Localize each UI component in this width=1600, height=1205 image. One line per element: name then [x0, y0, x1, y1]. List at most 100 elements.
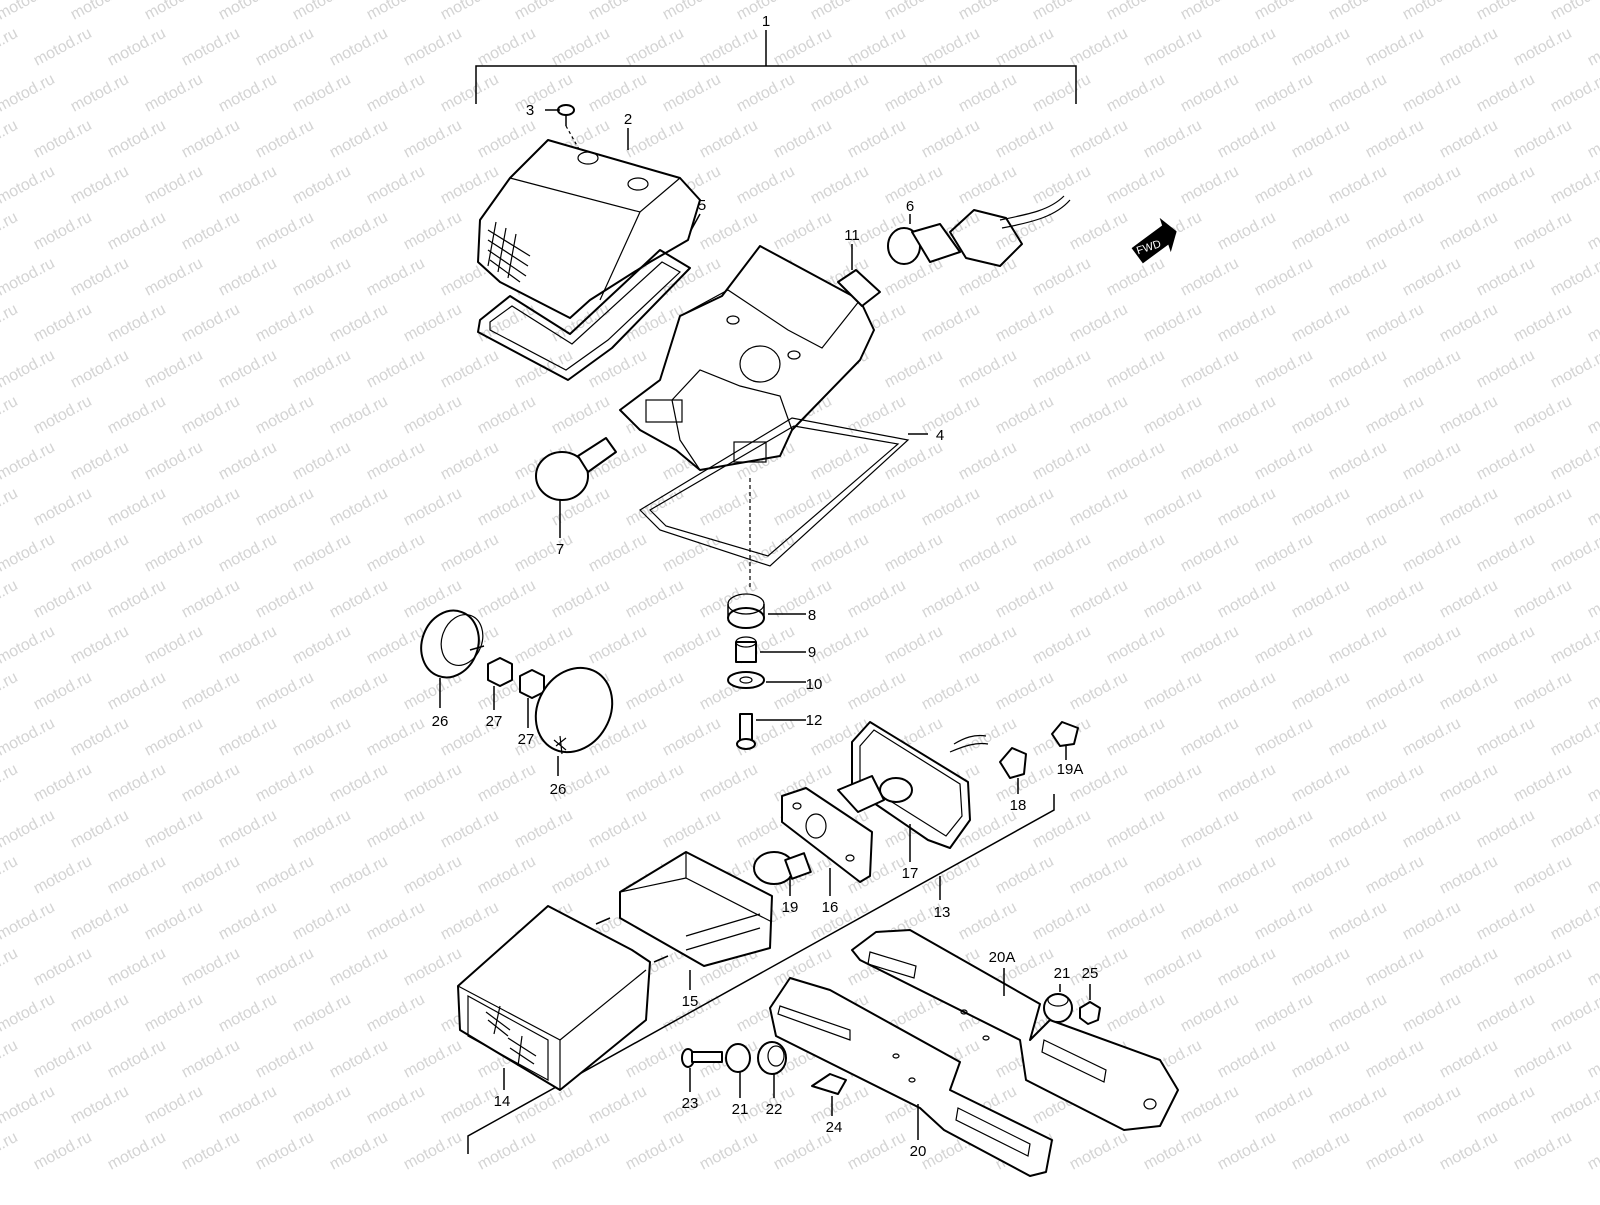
watermark-text: motod.ru	[216, 439, 280, 484]
watermark-text: motod.ru	[401, 117, 465, 162]
watermark-text: motod.ru	[253, 301, 317, 346]
watermark-text: motod.ru	[808, 0, 872, 24]
watermark-text: motod.ru	[364, 71, 428, 116]
watermark-text: motod.ru	[0, 1083, 58, 1128]
watermark-text: motod.ru	[734, 163, 798, 208]
watermark-text: motod.ru	[1104, 991, 1168, 1036]
watermark-text: motod.ru	[808, 531, 872, 576]
watermark-text: motod.ru	[1474, 163, 1538, 208]
watermark-text: motod.ru	[1548, 531, 1600, 576]
watermark-text: motod.ru	[549, 1129, 613, 1174]
watermark-text: motod.ru	[253, 761, 317, 806]
nut-part-25	[1079, 984, 1101, 1025]
watermark-text: motod.ru	[1511, 1037, 1575, 1082]
watermark-text: motod.ru	[327, 25, 391, 70]
watermark-text: motod.ru	[1215, 485, 1279, 530]
watermark-text: motod.ru	[1141, 301, 1205, 346]
watermark-text: motod.ru	[68, 1083, 132, 1128]
watermark-text: motod.ru	[216, 163, 280, 208]
watermark-text: motod.ru	[1585, 669, 1600, 714]
watermark-text: motod.ru	[512, 347, 576, 392]
watermark-text: motod.ru	[290, 623, 354, 668]
watermark-text: motod.ru	[623, 25, 687, 70]
watermark-text: motod.ru	[1548, 0, 1600, 24]
watermark-text: motod.ru	[1474, 991, 1538, 1036]
watermark-text: motod.ru	[1511, 209, 1575, 254]
watermark-text: motod.ru	[1585, 117, 1600, 162]
watermark-text: motod.ru	[660, 255, 724, 300]
watermark-text: motod.ru	[0, 1037, 21, 1082]
watermark-text: motod.ru	[1289, 301, 1353, 346]
watermark-text: motod.ru	[31, 209, 95, 254]
watermark-text: motod.ru	[1511, 25, 1575, 70]
watermark-text: motod.ru	[993, 577, 1057, 622]
watermark-text: motod.ru	[290, 71, 354, 116]
watermark-text: motod.ru	[808, 899, 872, 944]
nut-part-27-upper	[487, 657, 513, 710]
watermark-text: motod.ru	[1067, 485, 1131, 530]
watermark-text: motod.ru	[1363, 577, 1427, 622]
watermark-text: motod.ru	[919, 301, 983, 346]
watermark-text: motod.ru	[623, 1129, 687, 1174]
watermark-text: motod.ru	[105, 669, 169, 714]
watermark-text: motod.ru	[1289, 117, 1353, 162]
watermark-text: motod.ru	[327, 1037, 391, 1082]
watermark-text: motod.ru	[364, 347, 428, 392]
washer-part-21-left	[725, 1043, 751, 1098]
watermark-text: motod.ru	[1400, 715, 1464, 760]
watermark-text: motod.ru	[364, 531, 428, 576]
watermark-text: motod.ru	[327, 853, 391, 898]
callout-19a: 19A	[1057, 761, 1084, 778]
watermark-text: motod.ru	[364, 899, 428, 944]
watermark-text: motod.ru	[1326, 715, 1390, 760]
watermark-text: motod.ru	[623, 117, 687, 162]
watermark-text: motod.ru	[1437, 209, 1501, 254]
callout-6: 6	[906, 198, 914, 215]
watermark-text: motod.ru	[697, 485, 761, 530]
watermark-text: motod.ru	[1474, 0, 1538, 24]
watermark-text: motod.ru	[1437, 761, 1501, 806]
watermark-text: motod.ru	[216, 347, 280, 392]
watermark-text: motod.ru	[105, 25, 169, 70]
watermark-text: motod.ru	[327, 669, 391, 714]
watermark-text: motod.ru	[1326, 347, 1390, 392]
watermark-text: motod.ru	[697, 25, 761, 70]
watermark-text: motod.ru	[105, 577, 169, 622]
watermark-text: motod.ru	[290, 715, 354, 760]
watermark-text: motod.ru	[771, 577, 835, 622]
watermark-text: motod.ru	[1252, 1083, 1316, 1128]
watermark-text: motod.ru	[660, 531, 724, 576]
watermark-text: motod.ru	[1585, 577, 1600, 622]
watermark-text: motod.ru	[401, 853, 465, 898]
watermark-text: motod.ru	[438, 347, 502, 392]
watermark-text: motod.ru	[68, 715, 132, 760]
watermark-text: motod.ru	[1141, 669, 1205, 714]
watermark-text: motod.ru	[1548, 347, 1600, 392]
watermark-text: motod.ru	[697, 117, 761, 162]
watermark-text: motod.ru	[31, 117, 95, 162]
watermark-text: motod.ru	[845, 669, 909, 714]
watermark-text: motod.ru	[956, 439, 1020, 484]
watermark-text: motod.ru	[0, 807, 58, 852]
watermark-text: motod.ru	[1289, 945, 1353, 990]
watermark-text: motod.ru	[586, 623, 650, 668]
callout-22: 22	[766, 1101, 783, 1118]
grommet-part-22	[757, 1041, 787, 1098]
watermark-text: motod.ru	[438, 899, 502, 944]
watermark-text: motod.ru	[0, 485, 21, 530]
watermark-text: motod.ru	[216, 807, 280, 852]
watermark-text: motod.ru	[549, 577, 613, 622]
watermark-text: motod.ru	[1215, 853, 1279, 898]
callout-7: 7	[556, 541, 564, 558]
watermark-text: motod.ru	[0, 439, 58, 484]
watermark-text: motod.ru	[1437, 485, 1501, 530]
watermark-text: motod.ru	[179, 393, 243, 438]
lamp-base-part-4	[619, 245, 928, 590]
watermark-text: motod.ru	[993, 25, 1057, 70]
watermark-text: motod.ru	[253, 485, 317, 530]
watermark-text: motod.ru	[105, 761, 169, 806]
gasket-part-5	[477, 213, 701, 381]
watermark-text: motod.ru	[0, 577, 21, 622]
watermark-text: motod.ru	[1178, 439, 1242, 484]
watermark-text: motod.ru	[845, 25, 909, 70]
